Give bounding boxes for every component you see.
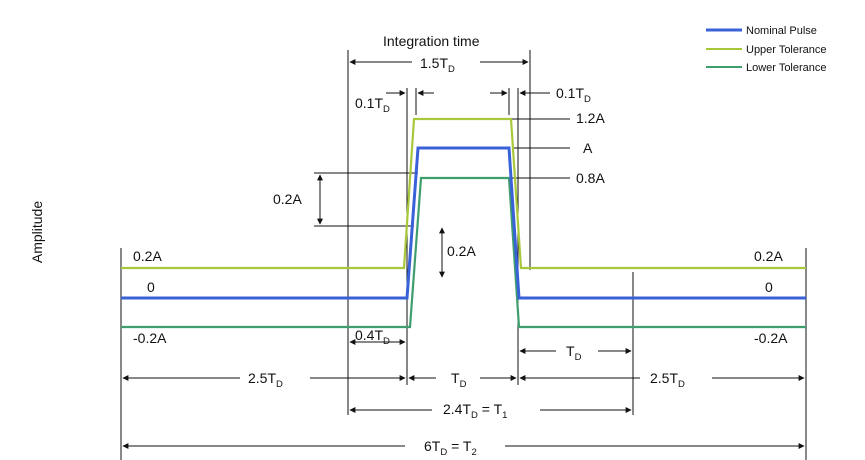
label-right-zero: 0 xyxy=(765,279,773,295)
label-amp-1p2a: 1.2A xyxy=(576,110,605,126)
label-6td-t2: 6TD = T2 xyxy=(424,438,477,458)
legend-label-lower: Lower Tolerance xyxy=(746,62,827,74)
y-axis-label: Amplitude xyxy=(29,201,45,263)
lower-tolerance-pulse xyxy=(121,176,806,329)
label-tol-0p2a-left: 0.2A xyxy=(273,191,302,207)
label-2p4td-t1: 2.4TD = T1 xyxy=(443,401,507,421)
label-left-neg0p2a: -0.2A xyxy=(133,330,167,346)
label-right-0p2a: 0.2A xyxy=(754,248,783,264)
label-tol-0p2a-mid: 0.2A xyxy=(447,243,476,259)
label-1p5td: 1.5TD xyxy=(420,55,455,75)
label-amp-a: A xyxy=(583,140,593,156)
legend: Nominal Pulse Upper Tolerance Lower Tole… xyxy=(706,25,827,74)
label-0p1td-right: 0.1TD xyxy=(556,85,591,105)
dimension-arrows xyxy=(122,59,805,449)
label-0p1td-left: 0.1TD xyxy=(355,95,390,115)
dimension-labels: Integration time 1.5TD 0.1TD 0.1TD 1.2A … xyxy=(133,33,788,458)
label-2p5td-right: 2.5TD xyxy=(650,370,685,390)
integration-time-label: Integration time xyxy=(383,33,480,49)
reference-lines xyxy=(120,50,807,460)
label-right-neg0p2a: -0.2A xyxy=(754,330,788,346)
label-td-middle: TD xyxy=(451,370,467,390)
legend-label-upper: Upper Tolerance xyxy=(746,44,827,56)
pulses xyxy=(121,117,806,329)
label-td-right: TD xyxy=(566,343,582,363)
nominal-pulse xyxy=(121,146,806,300)
label-0p4td: 0.4TD xyxy=(355,327,390,347)
legend-label-nominal: Nominal Pulse xyxy=(746,25,817,37)
label-left-0p2a: 0.2A xyxy=(133,248,162,264)
label-amp-0p8a: 0.8A xyxy=(576,170,605,186)
label-2p5td-left: 2.5TD xyxy=(248,370,283,390)
upper-tolerance-pulse xyxy=(121,117,806,270)
label-left-zero: 0 xyxy=(147,279,155,295)
